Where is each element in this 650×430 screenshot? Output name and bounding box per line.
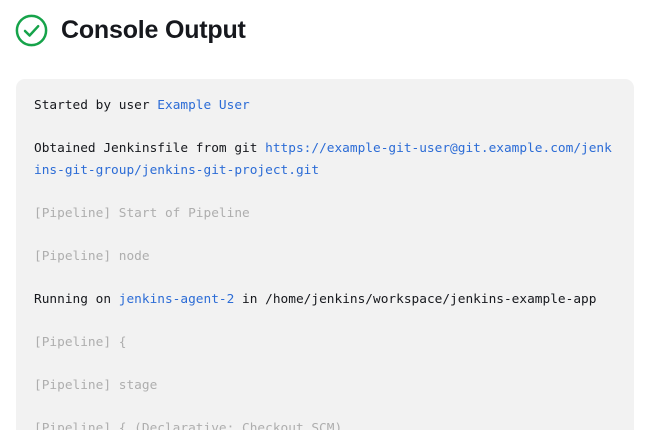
log-line-pipeline-declarative-checkout-scm: [Pipeline] { (Declarative: Checkout SCM) <box>34 418 616 430</box>
log-text: Obtained Jenkinsfile from git <box>34 141 266 157</box>
log-text: [Pipeline] { (Declarative: Checkout SCM) <box>34 421 343 430</box>
console-output-panel[interactable]: Started by user Example User Obtained Je… <box>16 79 634 430</box>
log-link[interactable]: Example User <box>157 98 250 113</box>
log-line-started-by-user: Started by user Example User <box>34 95 616 117</box>
log-link[interactable]: jenkins-agent-2 <box>118 291 235 307</box>
log-text: [Pipeline] { <box>34 335 127 351</box>
log-text: Running on <box>34 291 119 307</box>
log-line-running-on-agent: Running on jenkins-agent-2 in /home/jenk… <box>34 289 616 311</box>
log-link[interactable]: https://example-git-user@git.example.com… <box>34 141 612 178</box>
page-title: Console Output <box>61 15 246 44</box>
log-line-pipeline-node: [Pipeline] node <box>34 246 616 268</box>
log-line-pipeline-start-of-pipeline: [Pipeline] Start of Pipeline <box>34 203 616 225</box>
log-text: [Pipeline] stage <box>34 378 158 394</box>
log-text: [Pipeline] node <box>34 248 150 264</box>
check-circle-icon <box>15 14 48 46</box>
log-text: in /home/jenkins/workspace/jenkins-examp… <box>234 291 597 307</box>
log-line-obtained-jenkinsfile: Obtained Jenkinsfile from git https://ex… <box>34 138 616 181</box>
log-line-pipeline-stage: [Pipeline] stage <box>34 375 616 397</box>
console-log: Started by user Example User Obtained Je… <box>34 95 616 430</box>
log-text: [Pipeline] Start of Pipeline <box>34 205 250 221</box>
log-line-pipeline-open-brace: [Pipeline] { <box>34 332 616 354</box>
page-header: Console Output <box>0 0 650 46</box>
log-text: Started by user <box>34 98 158 113</box>
